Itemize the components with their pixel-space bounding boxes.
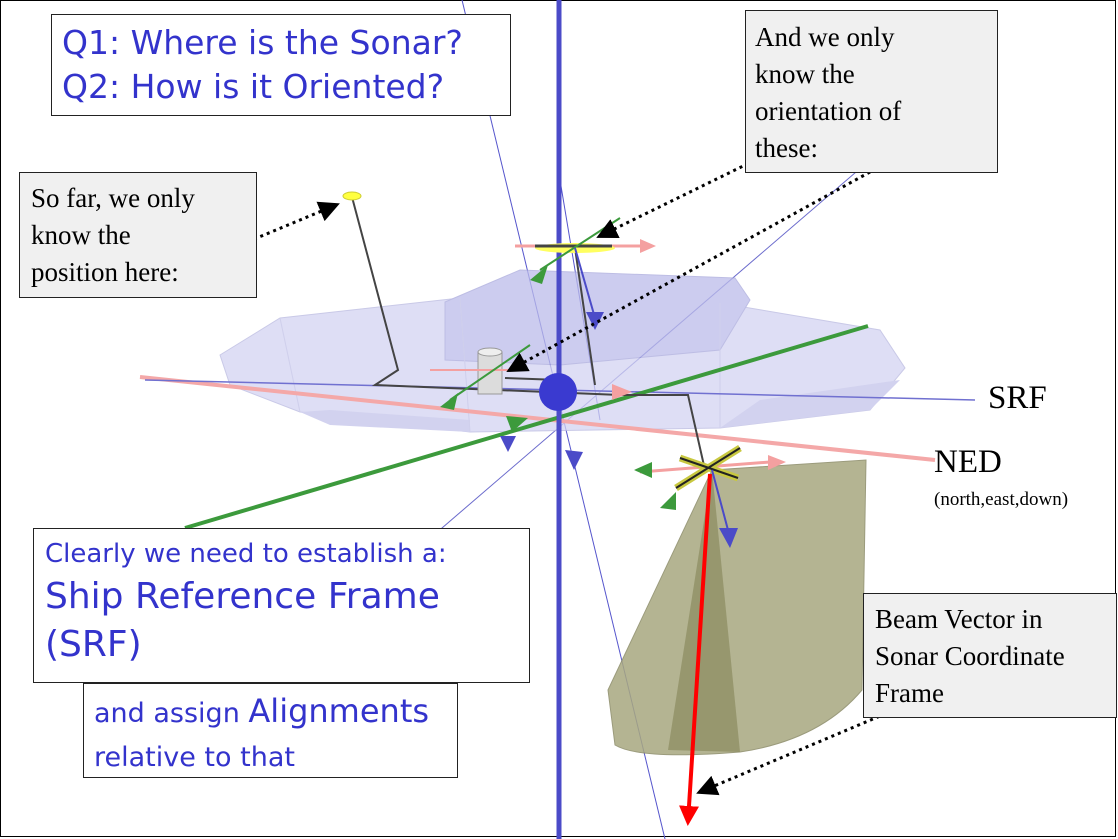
position-note-line-2: know the bbox=[31, 220, 131, 250]
assign-line-2: relative to that bbox=[94, 742, 295, 773]
position-note-line-1: So far, we only bbox=[31, 183, 195, 213]
assign-prefix: and assign bbox=[94, 698, 249, 729]
srf-x-arrowhead bbox=[612, 384, 632, 400]
assign-emphasis: Alignments bbox=[248, 692, 430, 730]
sonar-transducer-cross bbox=[634, 445, 786, 548]
beam-note-box: Beam Vector in Sonar Coordinate Frame bbox=[863, 593, 1117, 718]
ned-sublabel: (north,east,down) bbox=[934, 489, 1069, 510]
gyro-cylinder bbox=[430, 344, 531, 410]
position-note-box: So far, we only know the position here: bbox=[19, 172, 257, 298]
motion-sensor-cross bbox=[515, 217, 656, 330]
pointer-to-beam-vector bbox=[696, 698, 919, 796]
orientation-note-box: And we only know the orientation of thes… bbox=[745, 10, 998, 173]
ship-hull bbox=[219, 269, 906, 433]
green-axis-line bbox=[184, 324, 869, 530]
establish-srf-box: Clearly we need to establish a: Ship Ref… bbox=[33, 528, 530, 683]
ned-axis-line bbox=[139, 375, 936, 462]
beam-note-line-3: Frame bbox=[875, 678, 944, 708]
pointer-to-gps bbox=[227, 201, 340, 252]
assign-alignments-box: and assign Alignments relative to that bbox=[83, 683, 458, 778]
srf-y-arrowhead bbox=[506, 416, 528, 432]
establish-line-2: Ship Reference Frame bbox=[45, 576, 440, 617]
srf-label: SRF bbox=[988, 380, 1047, 416]
orientation-note-line-4: these: bbox=[755, 133, 818, 163]
position-note-line-3: position here: bbox=[31, 257, 179, 287]
srf-z-arrowhead bbox=[565, 450, 583, 470]
question-2: Q2: How is it Oriented? bbox=[62, 67, 445, 106]
gps-antenna-marker bbox=[342, 191, 362, 201]
pointer-to-gyro bbox=[506, 170, 871, 373]
srf-origin-sphere bbox=[539, 373, 577, 411]
pointer-to-motion-sensor bbox=[596, 146, 781, 239]
sonar-beam-fan bbox=[607, 459, 867, 756]
establish-line-3: (SRF) bbox=[45, 624, 142, 665]
ned-label: NED bbox=[934, 444, 1002, 480]
beam-note-line-1: Beam Vector in bbox=[875, 604, 1043, 634]
ned-z-arrowhead bbox=[500, 436, 516, 452]
orientation-note-line-1: And we only bbox=[755, 22, 895, 52]
establish-line-1: Clearly we need to establish a: bbox=[45, 539, 447, 569]
questions-box: Q1: Where is the Sonar? Q2: How is it Or… bbox=[51, 14, 511, 116]
beam-vector-arrow bbox=[679, 473, 712, 826]
assign-line-1: and assign Alignments bbox=[94, 688, 457, 740]
orientation-note-line-2: know the bbox=[755, 59, 855, 89]
beam-note-line-2: Sonar Coordinate bbox=[875, 641, 1065, 671]
orientation-note-line-3: orientation of bbox=[755, 96, 902, 126]
question-1: Q1: Where is the Sonar? bbox=[62, 23, 463, 62]
